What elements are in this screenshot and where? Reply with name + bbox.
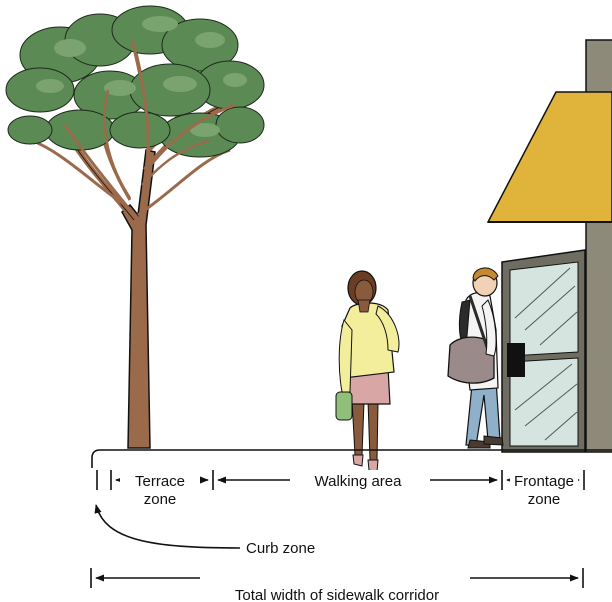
curb-zone-leader-arrow <box>94 504 241 549</box>
frontage-zone-label-line2: zone <box>528 491 561 508</box>
terrace-zone-label-line2: zone <box>144 491 177 508</box>
building-icon <box>486 39 612 453</box>
tree-icon <box>5 5 265 449</box>
terrace-zone-label-line1: Terrace <box>135 473 185 490</box>
sidewalk-surface-line <box>91 449 612 468</box>
curb-zone-label: Curb zone <box>246 540 315 557</box>
frontage-zone-label-line1: Frontage <box>514 473 574 490</box>
man-pedestrian-icon <box>447 267 504 449</box>
woman-pedestrian-icon <box>335 270 400 473</box>
total-width-label: Total width of sidewalk corridor <box>235 587 439 602</box>
walking-area-label: Walking area <box>315 473 403 490</box>
dimension-ticks <box>90 470 585 588</box>
